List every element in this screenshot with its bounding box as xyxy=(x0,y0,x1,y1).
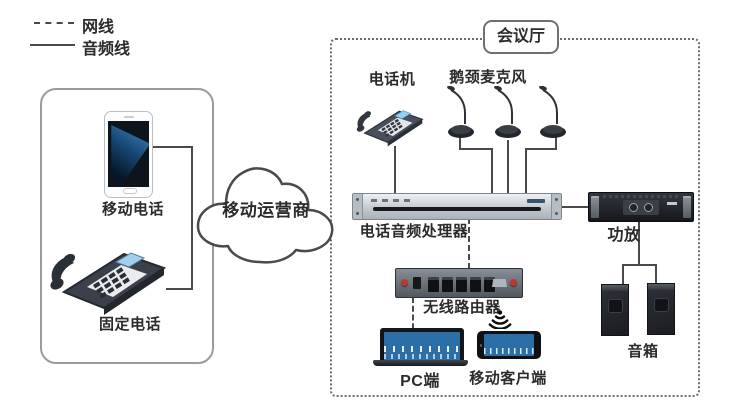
audio-line-mic1-run xyxy=(459,148,492,150)
gooseneck-mic-icon-2 xyxy=(494,86,521,138)
speaker-icon-1 xyxy=(601,284,629,336)
processor-logo xyxy=(527,199,545,203)
audio-line-to-speaker-1 xyxy=(622,264,624,285)
amp-knob-left xyxy=(629,203,638,212)
audio-line-mic3-run xyxy=(525,148,557,150)
mobile-phone-icon xyxy=(104,111,153,198)
network-line-router-to-pc xyxy=(412,297,414,338)
audio-line-to-speaker-2 xyxy=(655,264,657,284)
router-power-port xyxy=(413,277,421,289)
fixed-phone-label: 固定电话 xyxy=(98,316,161,333)
audio-line-processor-to-amp xyxy=(560,206,588,208)
audio-line-speaker-split xyxy=(622,264,657,266)
router-antenna-base-right xyxy=(510,279,517,286)
router-lan-port-1 xyxy=(428,277,439,292)
amp-bracket-right xyxy=(683,196,691,218)
processor-front-markings xyxy=(371,199,413,202)
carrier-cloud-label: 移动运营商 xyxy=(222,201,310,220)
rack-ear-left xyxy=(353,194,363,219)
audio-line-junction-vertical xyxy=(191,146,193,290)
tablet-screen-ui xyxy=(484,334,534,356)
amplifier-label: 功放 xyxy=(607,227,641,244)
speaker-label: 音箱 xyxy=(627,343,659,360)
mobile-client-label: 移动客户端 xyxy=(469,370,547,387)
processor-label: 电话音频处理器 xyxy=(359,223,469,240)
audio-line-telephone-to-processor xyxy=(394,146,396,194)
amp-vent xyxy=(603,195,679,198)
wireless-router xyxy=(395,268,523,298)
conference-room-title: 会议厅 xyxy=(483,20,559,54)
gooseneck-mic-label: 鹅颈麦克风 xyxy=(449,69,527,86)
router-antenna-base-left xyxy=(401,279,408,286)
legend-audio-label: 音频线 xyxy=(82,41,131,58)
pc-client-icon xyxy=(380,328,464,365)
rack-ear-right xyxy=(551,194,561,219)
amp-knob-right xyxy=(644,203,653,212)
amplifier xyxy=(588,192,694,222)
phone-screen xyxy=(108,121,149,187)
audio-line-amp-down xyxy=(638,220,640,266)
gooseneck-mic-icon-1 xyxy=(447,86,474,138)
mobile-client-icon xyxy=(477,331,541,359)
audio-line-mic1-drop xyxy=(459,137,461,150)
legend-audio-line-sample xyxy=(30,44,75,46)
router-lan-port-3 xyxy=(456,277,467,292)
telephone-label: 电话机 xyxy=(368,71,416,88)
audio-line-mobile-to-junction xyxy=(150,146,192,148)
gooseneck-mic-icon-3 xyxy=(539,86,566,138)
network-line-processor-to-router xyxy=(468,218,470,269)
mobile-phone-label: 移动电话 xyxy=(101,201,164,218)
amp-bracket-left xyxy=(591,196,599,218)
legend-network-label: 网线 xyxy=(82,19,115,36)
fixed-phone-icon xyxy=(50,252,167,315)
audio-line-mic3-to-processor xyxy=(525,148,527,194)
wifi-icon xyxy=(488,310,512,329)
audio-line-mic2-to-processor xyxy=(507,140,509,194)
pc-client-base xyxy=(373,360,468,366)
audio-line-mic3-drop xyxy=(555,137,557,150)
router-lan-port-4 xyxy=(470,277,481,292)
telephone-audio-processor xyxy=(352,193,562,220)
amp-panel xyxy=(623,200,659,215)
pc-screen-ui xyxy=(384,332,460,361)
pc-client-label: PC端 xyxy=(400,373,440,390)
audio-line-fixed-to-junction xyxy=(166,288,192,290)
router-lan-port-2 xyxy=(442,277,453,292)
speaker-icon-2 xyxy=(647,283,675,335)
amp-badge xyxy=(667,202,677,205)
conference-telephone-icon xyxy=(356,110,424,147)
router-lan-port-5 xyxy=(484,277,495,292)
wireless-router-label: 无线路由器 xyxy=(423,299,501,316)
router-console-port xyxy=(492,279,507,287)
processor-front-slot xyxy=(373,207,541,211)
carrier-cloud-shape xyxy=(196,167,334,264)
audio-line-mic1-to-processor xyxy=(491,148,493,194)
phone-speaker-slit xyxy=(123,115,134,118)
legend-network-line-sample xyxy=(34,22,74,24)
phone-home-button xyxy=(122,188,137,194)
tablet-button xyxy=(479,344,482,347)
